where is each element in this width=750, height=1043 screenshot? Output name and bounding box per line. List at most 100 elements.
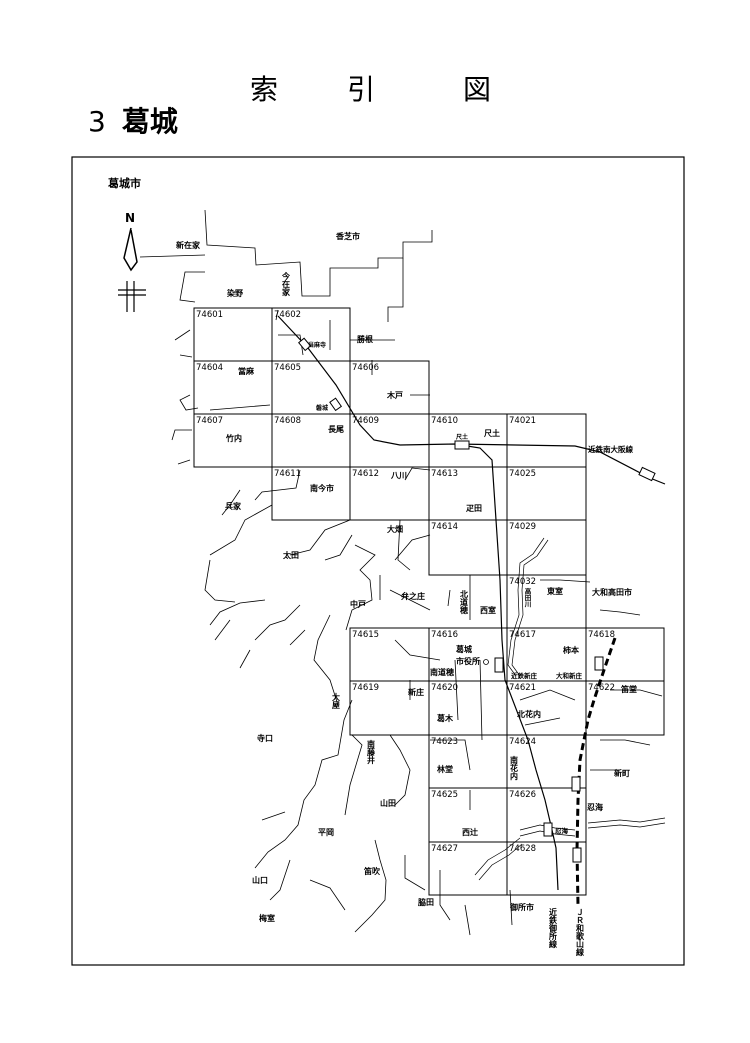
place-takenouchi: 竹内 [225, 433, 242, 443]
place-shakudo: 尺土 [484, 428, 500, 438]
grid-code-74025: 74025 [509, 469, 536, 479]
place-higashimuro: 東室 [547, 586, 563, 596]
place-kintetsu-gose-line: 近鉄御所線 [548, 907, 558, 949]
place-ota: 太田 [282, 550, 299, 560]
place-minamiimaichi: 南今市 [310, 483, 334, 493]
place-nishitsuji: 西辻 [462, 827, 478, 837]
grid-cell-74622 [585, 680, 665, 736]
takada-river [474, 537, 666, 881]
grid-code-74623: 74623 [431, 737, 458, 747]
jr-wakayama-line [575, 637, 617, 906]
place-katsune: 勝根 [357, 334, 373, 344]
place-kitamichiho: 北道穂 [460, 589, 469, 615]
place-oshimi-station: 忍海 [555, 826, 569, 835]
place-nagao: 長尾 [328, 425, 344, 434]
north-arrow-needle [123, 227, 138, 272]
grid-code-74601: 74601 [196, 310, 223, 320]
grid-code-74609: 74609 [352, 416, 379, 426]
place-shinzaike: 新在家 [176, 240, 201, 250]
place-kintetsu-minami-osaka-line: 近鉄南大阪線 [588, 444, 633, 454]
grid-code-74616: 74616 [431, 630, 458, 640]
shakudo-station [454, 440, 470, 450]
grid-code-74621: 74621 [509, 683, 536, 693]
grid-code-74614: 74614 [431, 522, 458, 532]
place-kido: 木戸 [386, 390, 403, 400]
place-minamifujii: 南藤井 [366, 739, 376, 765]
grid-code-74605: 74605 [274, 363, 301, 373]
place-shinmachi: 新町 [614, 768, 630, 778]
place-shinjo: 新庄 [408, 687, 424, 697]
kintetsu-shinjo-station [494, 657, 504, 673]
place-umemuro: 梅室 [259, 913, 275, 923]
place-taimadera: 当麻寺 [308, 341, 326, 349]
place-fuefuki: 笛吹 [363, 866, 381, 876]
grid-code-74622: 74622 [588, 683, 615, 693]
grid-code-74608: 74608 [274, 416, 301, 426]
grid-code-74620: 74620 [431, 683, 458, 693]
place-hiraoka: 平岡 [318, 828, 334, 837]
grid-code-74029: 74029 [509, 522, 536, 532]
grid-code-74613: 74613 [431, 469, 458, 479]
place-iwaki: 磐城 [315, 404, 328, 412]
jr-station-2 [572, 847, 582, 863]
place-minamihanauchi: 南花内 [510, 755, 519, 781]
place-teraguchi: 寺口 [257, 733, 273, 743]
place-minamimichiho: 南道穂 [430, 667, 454, 677]
place-nakado: 中戸 [350, 599, 366, 609]
place-hyoge: 兵家 [225, 501, 242, 511]
place-yamato-shinjo: 大和新庄 [556, 671, 583, 680]
station-markers [298, 337, 656, 863]
place-oya: 大屋 [332, 692, 341, 710]
grid-code-74607: 74607 [196, 416, 223, 426]
place-kakimoto: 柿本 [563, 645, 579, 655]
place-joden: 疋田 [466, 504, 482, 513]
section-name: 葛城 [121, 105, 178, 138]
grid-code-74604: 74604 [196, 363, 223, 373]
place-hayashido: 林堂 [437, 764, 453, 774]
grid-code-74610: 74610 [431, 416, 458, 426]
yamato-shinjo-station [594, 656, 604, 671]
east-station [638, 466, 656, 482]
place-shakudo-station: 尺土 [456, 433, 468, 441]
place-wakita: 脇田 [418, 897, 434, 907]
north-arrow: N [118, 211, 146, 312]
grid-code-74602: 74602 [274, 310, 301, 320]
place-oshimi: 忍海 [587, 802, 603, 812]
grid-code-74611: 74611 [274, 469, 301, 479]
title-char-1: 索 [250, 73, 279, 106]
place-city-hall: 市役所 [456, 656, 480, 666]
place-yamaguchi: 山口 [252, 875, 268, 885]
section-heading: 3 葛城 [88, 100, 178, 140]
section-number: 3 [88, 105, 106, 138]
title-char-3: 図 [463, 73, 492, 106]
grid-layer: 74601 74602 74604 74605 74606 74607 74608 74609… [193, 307, 665, 896]
index-map-title: 索 引 図 [0, 68, 750, 106]
place-kintetsu-shinjo: 近鉄新庄 [511, 671, 538, 680]
grid-code-74032: 74032 [509, 577, 536, 587]
city-hall-marker [483, 659, 489, 665]
place-obatake: 大畑 [387, 524, 403, 534]
grid-code-74617: 74617 [509, 630, 536, 640]
place-imazaike: 今在家 [281, 271, 291, 297]
grid-code-74628: 74628 [509, 844, 536, 854]
city-label: 葛城市 [107, 176, 141, 190]
taimadera-station [298, 337, 312, 352]
iwaki-station [329, 397, 343, 412]
grid-code-74606: 74606 [352, 363, 379, 373]
place-inojo: 弁之庄 [401, 591, 425, 601]
map-frame [71, 156, 685, 966]
grid-code-74625: 74625 [431, 790, 458, 800]
place-jr-wakayama-line: ＪＲ和歌山線 [575, 908, 585, 957]
place-kaki: 葛木 [436, 713, 454, 723]
jr-station-1 [571, 776, 581, 792]
grid-code-74624: 74624 [509, 737, 536, 747]
place-kitahanauchi: 北花内 [517, 709, 541, 719]
north-label: N [125, 211, 135, 225]
grid-code-74021: 74021 [509, 416, 536, 426]
place-gose: 御所市 [509, 902, 534, 912]
boundary-lines [139, 209, 663, 936]
place-katsuragi: 葛城 [455, 644, 472, 654]
place-kashiba: 香芝市 [335, 231, 360, 241]
north-arrow-cross [118, 281, 146, 312]
